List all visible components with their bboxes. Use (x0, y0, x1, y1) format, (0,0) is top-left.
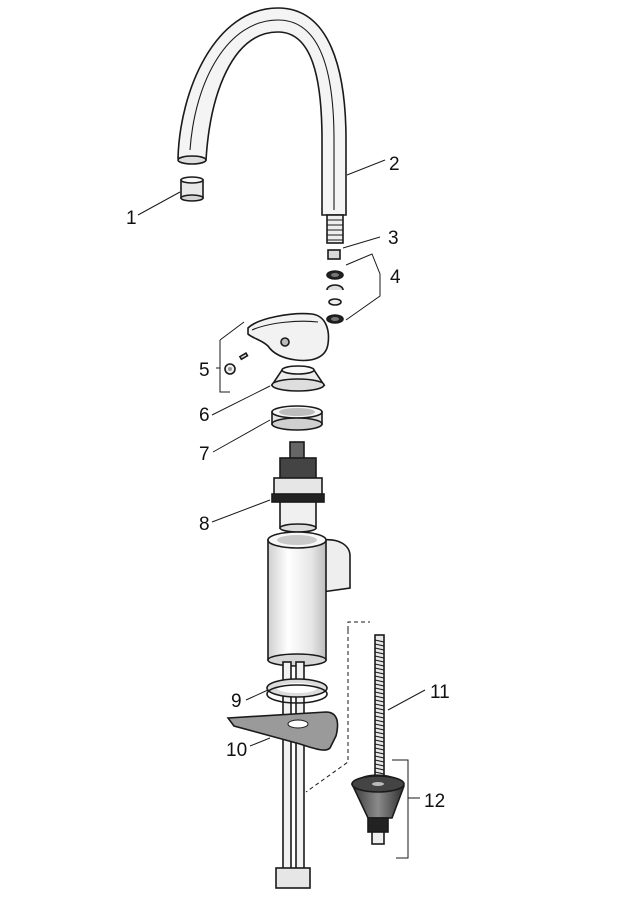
callout-6: 6 (199, 405, 210, 426)
cap (270, 365, 326, 392)
ring-nut (271, 405, 323, 431)
callout-9: 9 (231, 691, 242, 712)
faucet-body (267, 531, 351, 667)
cartridge (271, 441, 325, 533)
callout-3: 3 (388, 228, 399, 249)
leader-lines (137, 159, 426, 859)
callout-2: 2 (389, 154, 400, 175)
threaded-rod (374, 634, 385, 781)
nut-part-3 (327, 249, 341, 260)
lever-handle (224, 312, 330, 375)
callout-11: 11 (430, 682, 450, 703)
supply-hoses (275, 661, 311, 889)
o-ring-set (326, 270, 344, 324)
base-plate (226, 711, 339, 751)
spout (177, 7, 347, 244)
callout-7: 7 (199, 444, 210, 465)
aerator (180, 176, 204, 202)
callout-5: 5 (199, 360, 210, 381)
callout-12: 12 (424, 791, 445, 812)
assembly-dashed-line (305, 621, 370, 793)
callout-labels: 1 2 3 4 5 6 7 8 9 10 11 12 (126, 154, 450, 812)
base-gasket (266, 678, 328, 704)
callout-4: 4 (390, 267, 401, 288)
callout-10: 10 (226, 740, 247, 761)
callout-1: 1 (126, 208, 137, 229)
callout-8: 8 (199, 514, 210, 535)
fixing-nut (351, 774, 405, 845)
